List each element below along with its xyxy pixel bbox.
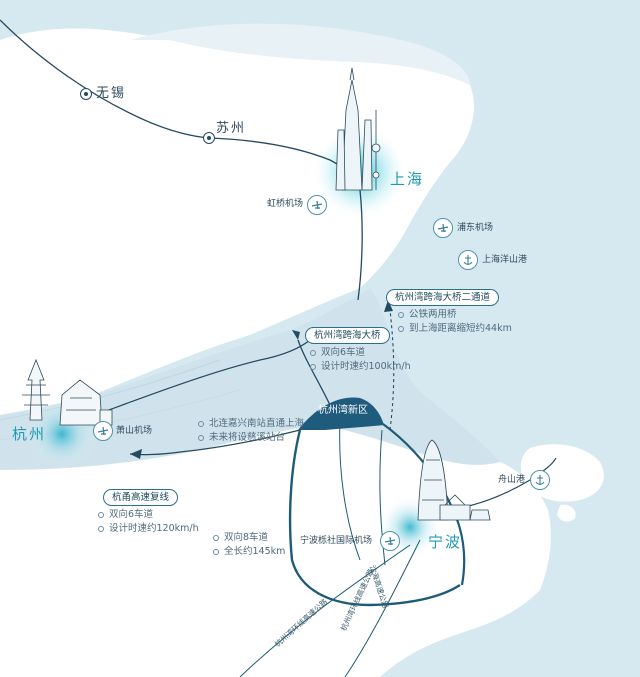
yangshan-port-icon[interactable] — [458, 250, 478, 270]
bullet-icon — [213, 535, 219, 541]
hzw-new-district-label[interactable]: 杭州湾新区 — [318, 405, 368, 416]
note-line: 到上海距离缩短约44km — [409, 323, 512, 334]
highway-notes: 双向8车道 全长约145km — [213, 531, 285, 559]
bullet-icon — [310, 364, 316, 370]
pudong-airport-icon[interactable] — [433, 218, 453, 238]
bridge-hangyong-pill[interactable]: 杭甬高速复线 — [103, 489, 179, 506]
suzhou-dot — [203, 132, 215, 144]
bullet-icon — [398, 326, 404, 332]
note-line: 北连嘉兴南站直通上海 — [209, 418, 305, 429]
zhoushan-port-icon[interactable] — [530, 470, 550, 490]
note-line: 双向6车道 — [109, 509, 154, 520]
bullet-icon — [98, 526, 104, 532]
bullet-icon — [213, 549, 219, 555]
bridge-second-channel-pill[interactable]: 杭州湾跨海大桥二通道 — [386, 289, 500, 306]
wuxi-dot — [80, 88, 92, 100]
shanghai-label[interactable]: 上海 — [390, 170, 425, 188]
note-line: 全长约145km — [224, 546, 286, 557]
bullet-icon — [198, 421, 204, 427]
bridge-second-channel-notes: 公铁两用桥 到上海距离缩短约44km — [398, 308, 512, 336]
bullet-icon — [310, 350, 316, 356]
bullet-icon — [198, 435, 204, 441]
note-line: 公铁两用桥 — [409, 309, 457, 320]
bullet-icon — [398, 312, 404, 318]
hongqiao-airport-label: 虹桥机场 — [267, 199, 304, 209]
bridge-main-pill[interactable]: 杭州湾跨海大桥 — [305, 327, 390, 344]
note-line: 双向8车道 — [224, 532, 269, 543]
yangshan-port-label: 上海洋山港 — [482, 255, 528, 265]
ningbo-tower — [417, 439, 491, 521]
note-line: 设计时速约120km/h — [109, 523, 199, 534]
hangzhou-pagoda — [22, 358, 113, 426]
hangzhou-label[interactable]: 杭州 — [12, 425, 47, 443]
bullet-icon — [98, 512, 104, 518]
shanghai-skyline — [335, 67, 381, 191]
ningbo-airport-label: 宁波栎社国际机场 — [300, 536, 373, 546]
wuxi-label[interactable]: 无锡 — [96, 86, 127, 101]
ring-road — [288, 429, 461, 607]
land-south — [0, 425, 551, 677]
hzw-new-district — [298, 397, 384, 430]
pudong-airport-label: 浦东机场 — [457, 223, 494, 233]
suzhou-label[interactable]: 苏州 — [216, 121, 247, 136]
xiaoshan-airport-icon[interactable] — [93, 421, 113, 441]
rail-notes: 北连嘉兴南站直通上海 未来将设慈溪站台 — [198, 417, 304, 445]
zhoushan-port-label: 舟山港 — [498, 475, 526, 485]
ningbo-airport-icon[interactable] — [380, 531, 400, 551]
bridge-main-notes: 双向6车道 设计时速约100km/h — [310, 346, 411, 374]
ningbo-label[interactable]: 宁波 — [428, 533, 463, 551]
xiaoshan-airport-label: 萧山机场 — [116, 426, 153, 436]
note-line: 双向6车道 — [321, 347, 366, 358]
note-line: 未来将设慈溪站台 — [209, 432, 286, 443]
hongqiao-airport-icon[interactable] — [307, 195, 327, 215]
note-line: 设计时速约100km/h — [321, 361, 411, 372]
bridge-hangyong-notes: 双向6车道 设计时速约120km/h — [98, 508, 199, 536]
